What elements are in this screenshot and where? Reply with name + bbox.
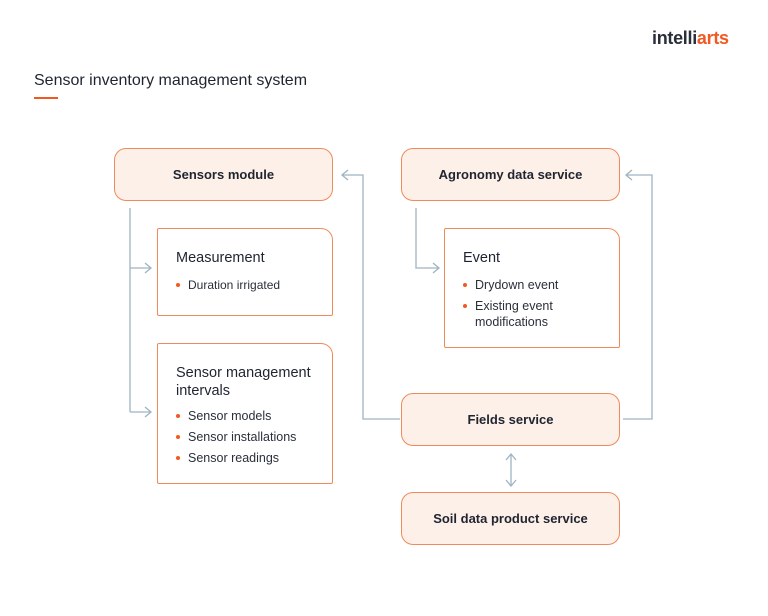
connector-fields-to-agronomy bbox=[623, 174, 653, 420]
logo-accent: arts bbox=[696, 28, 729, 48]
arrowhead-down bbox=[505, 479, 517, 488]
arrowhead-agronomy bbox=[624, 169, 633, 181]
arrowhead-sensors-module bbox=[340, 169, 349, 181]
title-underline bbox=[34, 97, 58, 99]
event-card: Event Drydown event Existing event modif… bbox=[444, 228, 620, 348]
intelliarts-logo: intelliarts bbox=[652, 28, 729, 49]
arrowhead-sensor-intervals bbox=[144, 406, 153, 418]
arrowhead-up bbox=[505, 452, 517, 461]
event-title: Event bbox=[463, 250, 501, 266]
sensor-management-intervals-list: Sensor models Sensor installations Senso… bbox=[176, 408, 316, 466]
soil-data-product-service-label: Soil data product service bbox=[433, 511, 588, 526]
event-list: Drydown event Existing event modificatio… bbox=[463, 277, 603, 330]
list-item: Duration irrigated bbox=[176, 277, 316, 293]
list-item: Sensor models bbox=[176, 408, 316, 424]
sensor-management-intervals-title: Sensor management intervals bbox=[176, 365, 311, 399]
fields-service-box: Fields service bbox=[401, 393, 620, 446]
list-item: Drydown event bbox=[463, 277, 603, 293]
logo-prefix: intelli bbox=[652, 28, 697, 48]
soil-data-product-service-box: Soil data product service bbox=[401, 492, 620, 545]
measurement-list: Duration irrigated bbox=[176, 277, 316, 293]
connector-agronomy-to-event bbox=[415, 208, 438, 269]
sensors-module-label: Sensors module bbox=[172, 167, 275, 182]
sensors-module-box: Sensors module bbox=[114, 148, 333, 201]
sensor-management-intervals-card: Sensor management intervals Sensor model… bbox=[157, 343, 333, 484]
list-item: Sensor readings bbox=[176, 450, 316, 466]
connector-sensors-to-cards bbox=[129, 208, 150, 413]
page-title: Sensor inventory management system bbox=[34, 72, 308, 89]
agronomy-data-service-label: Agronomy data service bbox=[438, 167, 583, 182]
measurement-title: Measurement bbox=[176, 250, 265, 266]
connector-fields-to-sensors bbox=[343, 174, 400, 420]
arrowhead-event bbox=[432, 262, 441, 274]
fields-service-label: Fields service bbox=[467, 412, 554, 427]
list-item: Existing event modifications bbox=[463, 298, 603, 330]
arrowhead-measurement bbox=[144, 262, 153, 274]
measurement-card: Measurement Duration irrigated bbox=[157, 228, 333, 316]
list-item: Sensor installations bbox=[176, 429, 316, 445]
agronomy-data-service-box: Agronomy data service bbox=[401, 148, 620, 201]
